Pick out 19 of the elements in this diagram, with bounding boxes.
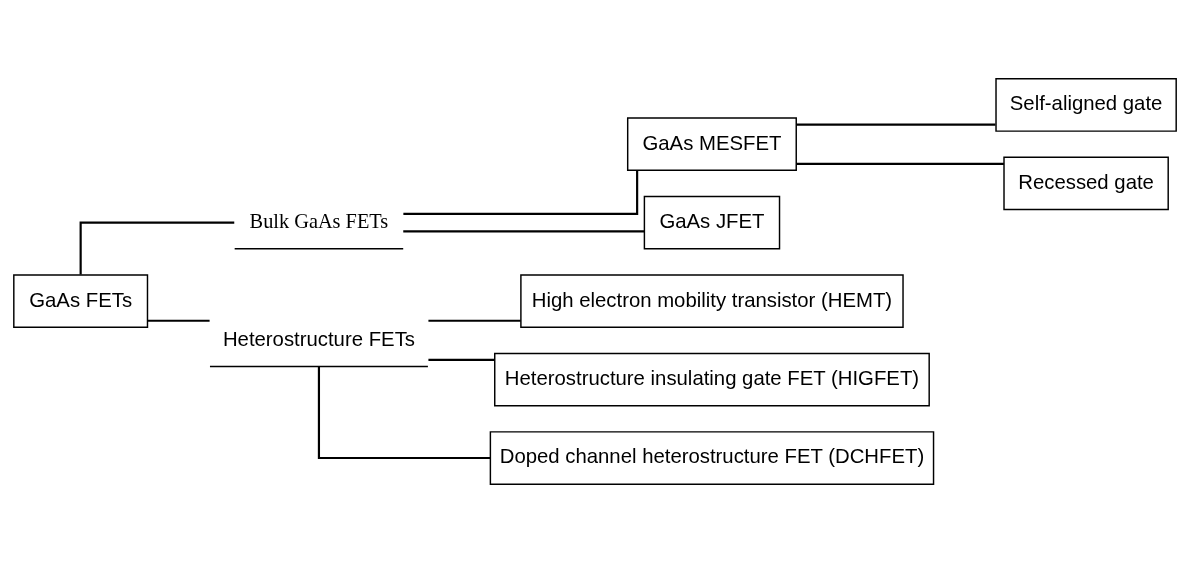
connector: [79, 221, 235, 275]
node-box: GaAs FETs: [13, 273, 149, 328]
connector: [317, 366, 491, 459]
node-box: GaAs MESFET: [626, 116, 797, 171]
node-box: Recessed gate: [1003, 156, 1169, 210]
node-text: Bulk GaAs FETs: [249, 209, 389, 232]
connector: [147, 319, 210, 322]
node-box: Doped channel heterostructure FET (DCHFET): [489, 430, 935, 485]
node-box: High electron mobility transistor (HEMT): [520, 273, 904, 328]
connector: [428, 358, 495, 361]
connector: [403, 229, 645, 232]
node-box: GaAs JFET: [643, 195, 781, 250]
connector: [796, 123, 996, 126]
node-box: Heterostructure insulating gate FET (HIGFET): [494, 352, 930, 406]
connector: [403, 170, 639, 215]
node-text: Heterostructure FETs: [222, 327, 415, 350]
connector: [796, 162, 1004, 165]
connector: [428, 319, 521, 322]
node-box: Self-aligned gate: [995, 77, 1177, 132]
